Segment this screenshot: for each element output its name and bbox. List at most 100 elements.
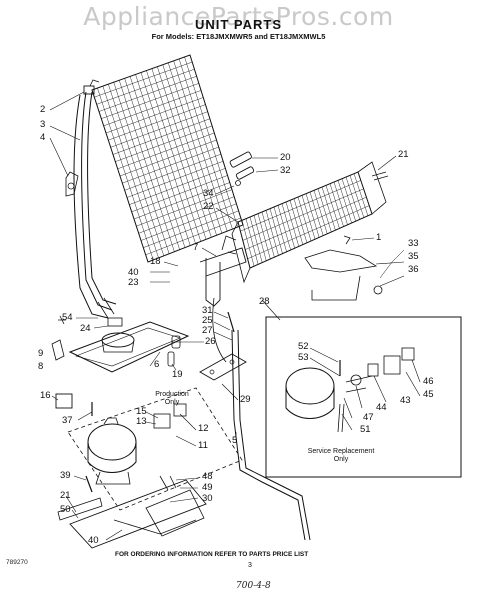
condenser-tube: [242, 188, 364, 241]
handwritten-mark: 700-4-8: [236, 581, 271, 591]
evaporator-tube: [98, 76, 197, 112]
production-label: Production Only: [155, 391, 189, 406]
watermark: AppliancePartsPros.com: [83, 2, 394, 31]
callout-4: 4: [40, 132, 46, 143]
callout-37: 37: [62, 415, 73, 426]
condenser-fin: [301, 195, 316, 240]
condenser-fin: [313, 190, 328, 234]
callout-31: 31: [202, 305, 213, 316]
evaporator-tube: [140, 203, 237, 241]
evaporator-tube: [133, 182, 230, 220]
condenser-coil: [221, 151, 389, 284]
callout-51: 51: [360, 424, 371, 435]
condenser-fin: [281, 203, 295, 249]
condenser-fin: [297, 196, 312, 242]
condenser-fin: [337, 180, 352, 224]
leader-lines: [49, 91, 421, 541]
evaporator-tube: [115, 125, 213, 162]
condenser-fin: [265, 210, 279, 256]
evaporator-tube: [110, 111, 208, 148]
callout-43: 43: [400, 395, 411, 406]
condenser-tube: [247, 205, 370, 260]
callout-23: 23: [128, 277, 139, 288]
condenser-fin: [261, 211, 275, 258]
condenser-fin: [341, 178, 356, 222]
condenser-fin: [269, 208, 283, 254]
callout-53: 53: [298, 352, 309, 363]
callout-16: 16: [40, 390, 51, 401]
callout-32: 32: [280, 165, 291, 176]
condenser-fin: [349, 175, 365, 218]
callout-9: 9: [38, 348, 44, 359]
condenser-fin: [345, 176, 361, 220]
callout-6: 6: [154, 359, 160, 370]
evaporator-coil: [65, 54, 244, 319]
evaporator-tube: [145, 217, 241, 256]
callout-34: 34: [203, 188, 214, 199]
callout-49: 49: [202, 482, 213, 493]
callout-50: 50: [60, 504, 71, 515]
drain-pan: [51, 315, 190, 373]
evaporator-tube: [143, 210, 239, 248]
callout-5: 5: [232, 435, 238, 446]
condenser-fin: [289, 200, 304, 245]
evaporator-tube: [105, 97, 204, 134]
callout-48: 48: [202, 471, 213, 482]
callout-21: 21: [398, 149, 409, 160]
tubing: [167, 235, 405, 541]
ordering-footnote: FOR ORDERING INFORMATION REFER TO PARTS …: [115, 551, 309, 558]
callout-13: 13: [136, 416, 147, 427]
callout-12: 12: [198, 423, 209, 434]
model-list: For Models: ET18JMXMWR5 and ET18JMXMWL5: [151, 32, 326, 41]
evaporator-tube: [119, 139, 217, 177]
evaporator-tube: [138, 196, 235, 234]
callout-33: 33: [408, 238, 419, 249]
callout-3: 3: [40, 119, 46, 130]
condenser-fin: [249, 216, 263, 263]
callout-20: 20: [280, 152, 291, 163]
callout-8: 8: [38, 361, 44, 372]
callout-1: 1: [376, 232, 382, 243]
evaporator-tube: [136, 189, 233, 227]
condenser-fin: [333, 181, 348, 225]
callout-22: 22: [203, 201, 214, 212]
condenser-tube: [240, 180, 361, 232]
condenser-fin: [293, 198, 308, 243]
condenser-fin: [241, 220, 255, 267]
callout-30: 30: [202, 493, 213, 504]
base-frame: [57, 475, 207, 549]
callout-44: 44: [376, 402, 387, 413]
condenser-fin: [253, 215, 267, 261]
condenser-fin: [305, 193, 320, 238]
diagram-title: UNIT PARTS: [194, 17, 283, 32]
callout-2: 2: [40, 104, 46, 115]
callout-15: 15: [136, 406, 147, 417]
callout-40b: 40: [88, 535, 99, 546]
condenser-fin: [321, 186, 336, 231]
evaporator-tube: [117, 132, 215, 170]
evaporator-tube: [108, 104, 206, 141]
callout-27: 27: [202, 325, 213, 336]
evaporator-tube: [124, 153, 221, 191]
condenser-fin: [277, 205, 291, 251]
condenser-fin: [273, 206, 287, 252]
service-replacement-label: Service Replacement Only: [307, 448, 375, 463]
evaporator-tube: [129, 168, 226, 205]
callout-28: 28: [259, 296, 270, 307]
callout-18: 18: [150, 256, 161, 267]
condenser-fin: [353, 173, 369, 216]
callout-11: 11: [198, 440, 208, 451]
callout-54: 54: [62, 312, 73, 323]
callout-25: 25: [202, 315, 213, 326]
callout-45: 45: [423, 389, 434, 400]
callout-47: 47: [363, 412, 374, 423]
callout-36: 36: [408, 264, 419, 275]
evaporator-tube: [96, 68, 195, 105]
callout-46: 46: [423, 376, 434, 387]
evaporator-tube: [103, 90, 202, 127]
condenser-fin: [257, 213, 271, 260]
callout-52: 52: [298, 341, 309, 352]
evaporator-tube: [131, 175, 228, 213]
condenser-fin: [245, 218, 259, 265]
